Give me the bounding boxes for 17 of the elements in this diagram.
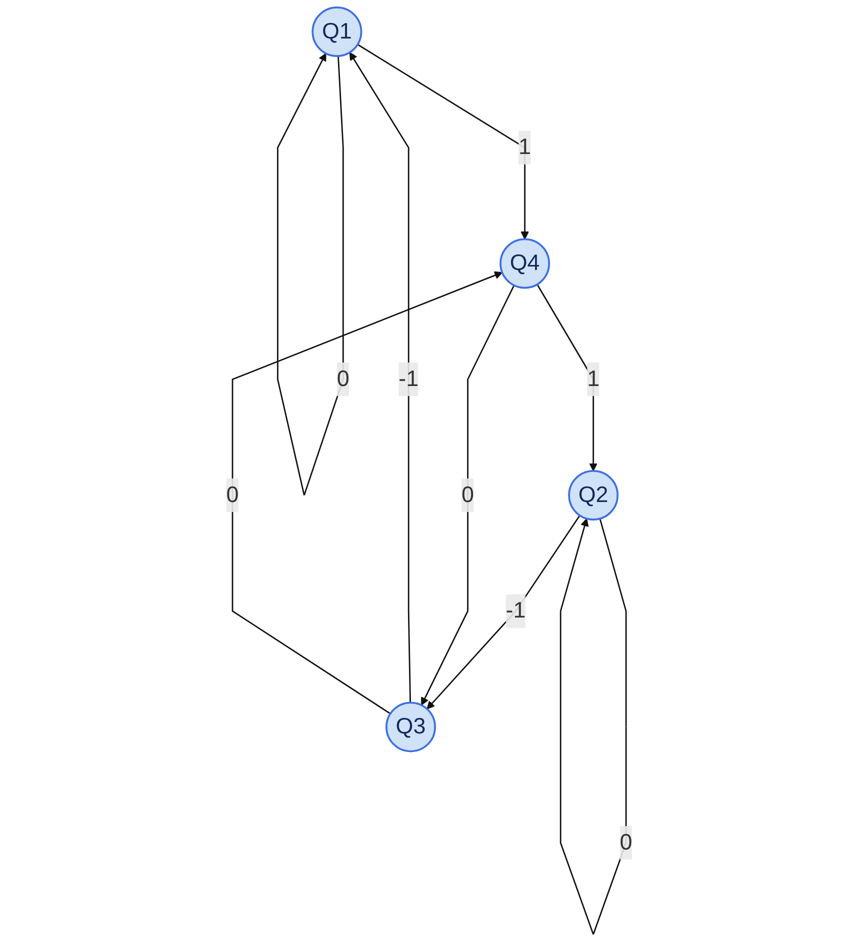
arrow	[421, 285, 515, 706]
arrow	[357, 44, 530, 240]
edge-label: 0	[462, 482, 474, 508]
arrow	[350, 52, 412, 703]
node-circle	[568, 470, 619, 520]
edge-label: 0	[620, 830, 633, 855]
node-circle	[386, 702, 436, 752]
edge-label: 0	[226, 482, 239, 508]
edge-label: 1	[587, 366, 600, 392]
edge-label: -1	[398, 366, 419, 392]
edge-label: 1	[518, 134, 532, 160]
node-circle	[312, 6, 362, 58]
node-circle	[500, 238, 550, 289]
edge-label: 0	[337, 366, 350, 392]
edge-label: -1	[506, 598, 526, 624]
arrow	[232, 271, 503, 714]
arrow	[426, 515, 581, 710]
